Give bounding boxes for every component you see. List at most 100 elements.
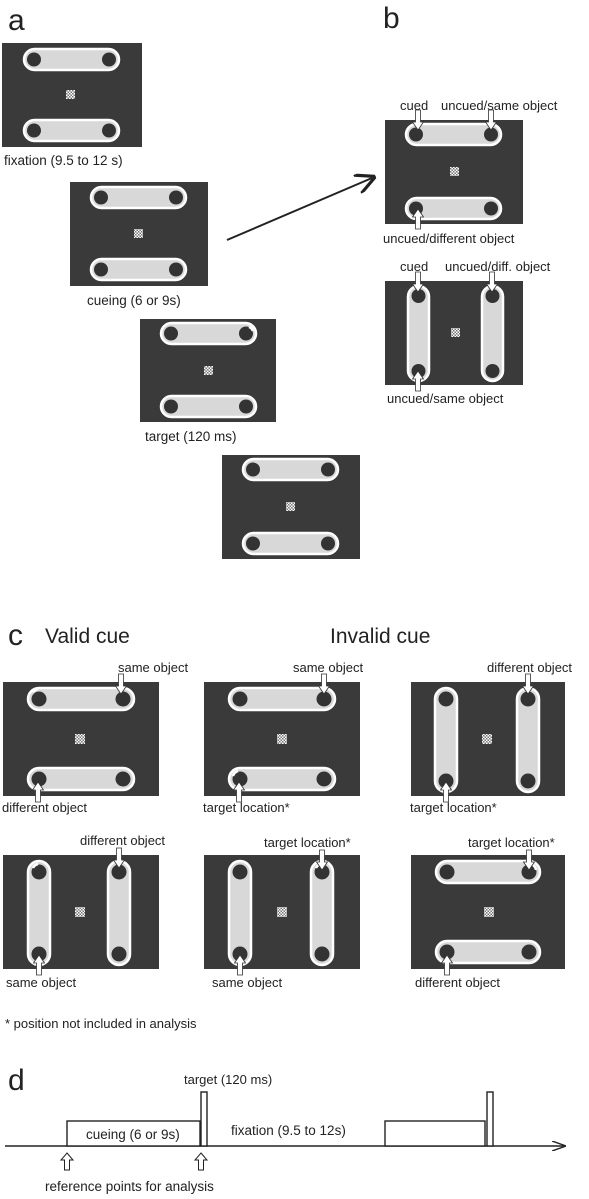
cue-arrow-up bbox=[411, 370, 425, 392]
display-r2c1 bbox=[3, 847, 159, 976]
cue-arrow-up bbox=[31, 781, 45, 803]
label-r1c1-top: same object bbox=[118, 660, 188, 675]
cue-arrow-down bbox=[112, 847, 126, 869]
cue-arrow-down bbox=[315, 849, 329, 871]
cue-arrow-down bbox=[411, 109, 425, 131]
fixation-checker bbox=[204, 366, 213, 375]
display-r2c3 bbox=[411, 849, 565, 976]
label-r2c3-top: target location* bbox=[468, 835, 555, 850]
horizontal-object-bottom bbox=[434, 939, 542, 965]
label-uncued-different: uncued/different object bbox=[383, 231, 515, 246]
fixation-checker bbox=[134, 229, 143, 238]
horizontal-object-bottom bbox=[89, 257, 188, 282]
fixation-checker bbox=[482, 734, 492, 744]
fixation-checker bbox=[75, 907, 85, 917]
heading-valid-cue: Valid cue bbox=[45, 625, 130, 648]
target-pulse-repeat bbox=[486, 1091, 494, 1147]
cue-arrow-up bbox=[411, 208, 425, 230]
cueing-label: cueing (6 or 9s) bbox=[87, 293, 181, 308]
cue-arrow-down bbox=[521, 673, 535, 695]
label-r1c3-top: different object bbox=[487, 660, 572, 675]
horizontal-object-bottom bbox=[241, 531, 340, 556]
fixation-label: fixation (9.5 to 12 s) bbox=[4, 153, 123, 168]
horizontal-object-bottom bbox=[227, 766, 337, 792]
footnote: * position not included in analysis bbox=[5, 1016, 197, 1031]
horizontal-object-top bbox=[159, 321, 258, 346]
panel-letter-b: b bbox=[383, 2, 400, 35]
vertical-object-right bbox=[106, 859, 132, 967]
fixation-checker bbox=[450, 167, 459, 176]
cue-arrow-down bbox=[114, 673, 128, 695]
horizontal-object-top bbox=[89, 185, 188, 210]
horizontal-object-top bbox=[434, 859, 542, 885]
horizontal-object-bottom bbox=[26, 766, 136, 792]
vertical-object-right bbox=[515, 686, 541, 794]
reference-arrow-up bbox=[59, 1152, 75, 1171]
fixation-checker bbox=[75, 734, 85, 744]
display-horizontal-objects bbox=[385, 109, 523, 230]
label-r1c2-bottom: target location* bbox=[203, 800, 290, 815]
cueing-box-repeat bbox=[384, 1120, 486, 1147]
reference-arrow-up bbox=[193, 1152, 209, 1171]
label-cued: cued bbox=[400, 98, 428, 113]
vertical-object-right bbox=[309, 859, 335, 967]
heading-invalid-cue: Invalid cue bbox=[330, 625, 430, 648]
cue-arrow-up bbox=[32, 954, 46, 976]
horizontal-object-bottom bbox=[159, 394, 258, 419]
cue-arrow-down bbox=[411, 271, 425, 293]
cue-arrow-up bbox=[233, 954, 247, 976]
vertical-object-left bbox=[433, 686, 459, 794]
arrow-to-panel-b bbox=[226, 178, 372, 241]
display-r2c2 bbox=[204, 849, 360, 976]
panel-letter-c: c bbox=[8, 619, 23, 652]
horizontal-object-top bbox=[22, 47, 121, 72]
label-cued: cued bbox=[400, 259, 428, 274]
label-uncued-diff: uncued/diff. object bbox=[445, 259, 551, 274]
label-r1c2-top: same object bbox=[293, 660, 363, 675]
label-r1c1-bottom: different object bbox=[2, 800, 87, 815]
vertical-object-right bbox=[480, 284, 505, 383]
horizontal-object-top bbox=[404, 122, 503, 147]
cue-arrow-down bbox=[317, 673, 331, 695]
horizontal-object-top bbox=[26, 686, 136, 712]
display-r1c1 bbox=[3, 673, 159, 803]
vertical-object-left bbox=[26, 859, 52, 967]
horizontal-object-bottom bbox=[404, 196, 503, 221]
display-post-target bbox=[222, 455, 360, 559]
label-uncued-same: uncued/same object bbox=[387, 391, 504, 406]
fixation-checker bbox=[484, 907, 494, 917]
cue-arrow-down bbox=[522, 849, 536, 871]
panel-letter-a: a bbox=[8, 4, 25, 37]
fixation-checker bbox=[277, 907, 287, 917]
reference-points-label: reference points for analysis bbox=[45, 1179, 214, 1194]
cue-arrow-up bbox=[232, 781, 246, 803]
timeline bbox=[5, 1091, 565, 1171]
cue-arrow-up bbox=[439, 781, 453, 803]
cue-arrow-down bbox=[485, 271, 499, 293]
target-pulse bbox=[200, 1091, 208, 1147]
horizontal-object-top bbox=[227, 686, 337, 712]
panel-letter-d: d bbox=[8, 1064, 25, 1097]
label-r2c2-bottom: same object bbox=[212, 975, 282, 990]
cueing-box bbox=[66, 1120, 201, 1147]
label-r2c3-bottom: different object bbox=[415, 975, 500, 990]
label-r1c3-bottom: target location* bbox=[410, 800, 497, 815]
label-r2c2-top: target location* bbox=[264, 835, 351, 850]
fixation-checker bbox=[277, 734, 287, 744]
timeline-fixation-label: fixation (9.5 to 12s) bbox=[231, 1123, 346, 1138]
fixation-checker bbox=[451, 328, 460, 337]
timeline-cueing-label: cueing (6 or 9s) bbox=[86, 1127, 180, 1142]
vertical-object-left bbox=[227, 859, 253, 967]
display-cueing bbox=[70, 182, 208, 286]
fixation-checker bbox=[66, 90, 75, 99]
vertical-object-left bbox=[406, 284, 431, 383]
display-fixation bbox=[2, 43, 142, 147]
target-label: target (120 ms) bbox=[145, 429, 237, 444]
display-r1c3 bbox=[411, 673, 565, 803]
timeline-target-label: target (120 ms) bbox=[184, 1072, 272, 1087]
cue-arrow-down bbox=[484, 109, 498, 131]
cue-arrow-up bbox=[440, 954, 454, 976]
label-uncued-same: uncued/same object bbox=[441, 98, 558, 113]
display-target bbox=[140, 319, 276, 422]
